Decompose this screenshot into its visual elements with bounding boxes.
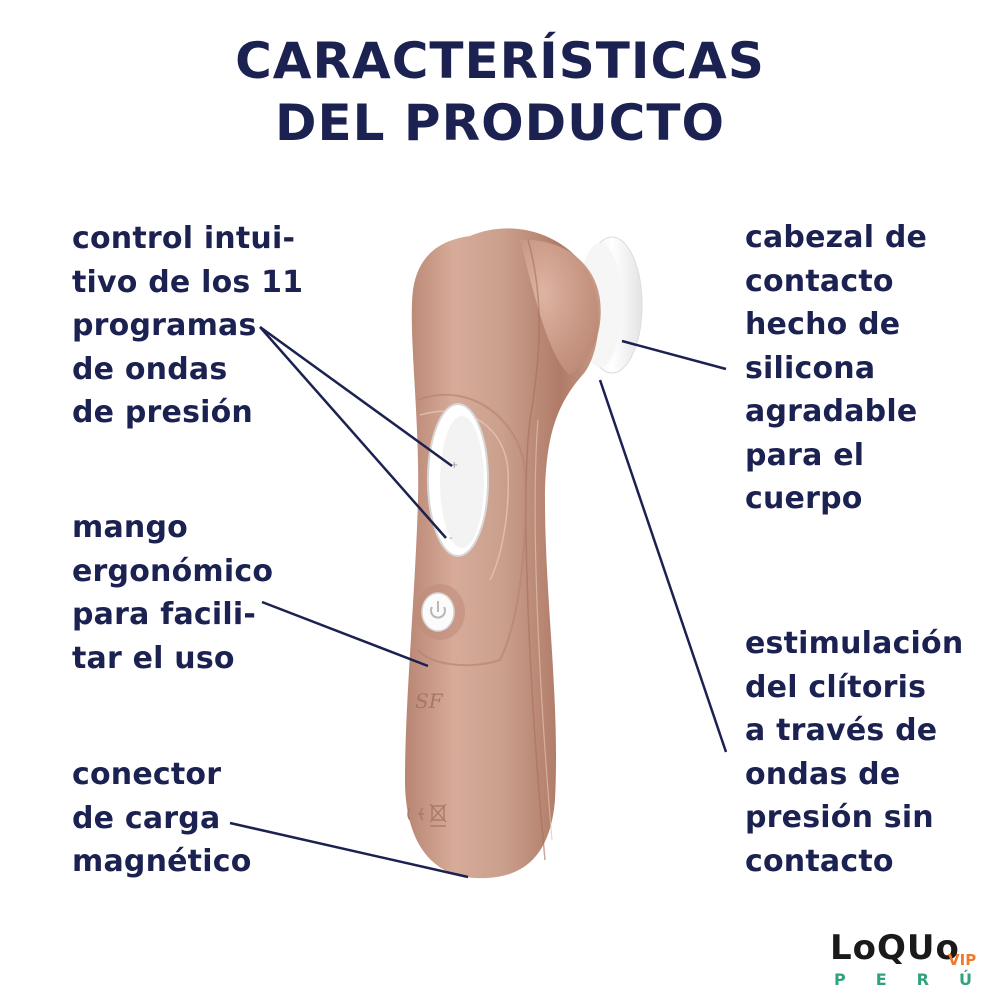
leader-control-plus	[259, 325, 453, 468]
title-line-2: DEL PRODUCTO	[275, 94, 725, 152]
annotation-line: mango	[72, 510, 188, 545]
annotation-line: cabezal de	[745, 220, 928, 255]
logo-country: PERÚ	[834, 970, 1000, 989]
minus-icon: -	[449, 533, 453, 544]
logo-vip: VIP	[948, 951, 977, 969]
watermark-logo: LoQUo VIP PERÚ	[830, 930, 995, 995]
annotation-line: presión sin	[745, 800, 934, 835]
annotation-line: de ondas	[72, 351, 228, 387]
annotation-line: a través de	[745, 713, 938, 748]
head-housing	[520, 239, 601, 375]
device-body	[405, 228, 599, 879]
leader-cabezal	[621, 339, 727, 371]
leader-estimulacion	[598, 379, 728, 753]
annotation-line: cuerpo	[745, 481, 863, 516]
annotation-line: de carga	[72, 800, 221, 836]
annotation-line: ondas de	[745, 756, 901, 792]
logo-wordmark: LoQUo	[830, 928, 960, 968]
annotation-conector: conector de carga magnético	[72, 753, 252, 884]
pressure-control-buttons: + -	[427, 403, 489, 557]
annotation-line: para el	[745, 437, 865, 473]
annotation-line: hecho de	[745, 307, 901, 342]
annotation-estimulacion: estimulación del clítoris a través de on…	[745, 622, 963, 883]
power-icon	[430, 601, 446, 619]
ce-weee-marks	[407, 803, 447, 827]
annotation-line: agradable	[745, 394, 918, 429]
annotation-line: de presión	[72, 395, 253, 430]
power-button	[415, 584, 465, 640]
annotation-line: tivo de los 11	[72, 264, 304, 300]
leader-conector	[229, 821, 469, 879]
annotation-control: control intui- tivo de los 11 programas …	[72, 217, 303, 435]
annotation-line: estimulación	[745, 626, 964, 661]
annotation-line: control intui-	[72, 221, 296, 256]
annotation-cabezal: cabezal de contacto hecho de silicona ag…	[745, 216, 927, 521]
annotation-line: del clítoris	[745, 669, 927, 705]
annotation-line: magnético	[72, 844, 252, 879]
annotation-line: tar el uso	[72, 640, 235, 676]
annotation-line: contacto	[745, 263, 894, 299]
annotation-line: silicona	[745, 350, 876, 386]
annotation-line: programas	[72, 308, 257, 343]
annotation-line: ergonómico	[72, 553, 274, 589]
annotation-line: para facili-	[72, 597, 256, 632]
page-title: CARACTERÍSTICAS DEL PRODUCTO	[0, 30, 1000, 154]
title-line-1: CARACTERÍSTICAS	[235, 32, 765, 90]
plus-icon: +	[450, 460, 458, 471]
brand-mark: SF	[415, 689, 444, 713]
leader-lines	[229, 325, 728, 879]
leader-control-minus	[259, 326, 447, 539]
annotation-mango: mango ergonómico para facili- tar el uso	[72, 506, 273, 680]
annotation-line: conector	[72, 757, 222, 792]
leader-mango	[261, 600, 429, 668]
annotation-line: contacto	[745, 843, 894, 879]
